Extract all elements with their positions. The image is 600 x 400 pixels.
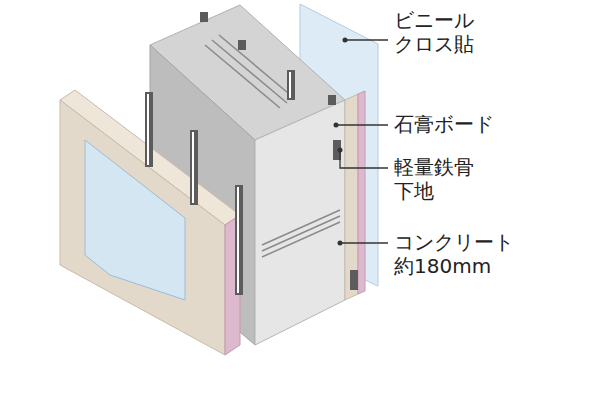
vinyl-sheet [85,140,185,300]
part-label: コンクリート 約180mm [394,230,522,278]
part-label: 軽量鉄骨 下地 [394,155,499,203]
leader-dot [334,38,348,246]
leader-line [336,40,388,243]
part-label: 石膏ボード [394,112,524,136]
steel-stud-highlight [147,72,291,293]
part-label: ビニール クロス貼 [394,8,499,56]
concrete-face [255,100,345,345]
steel-stud [145,12,358,295]
gypsum-board [358,91,365,294]
gypsum-board [60,100,225,355]
